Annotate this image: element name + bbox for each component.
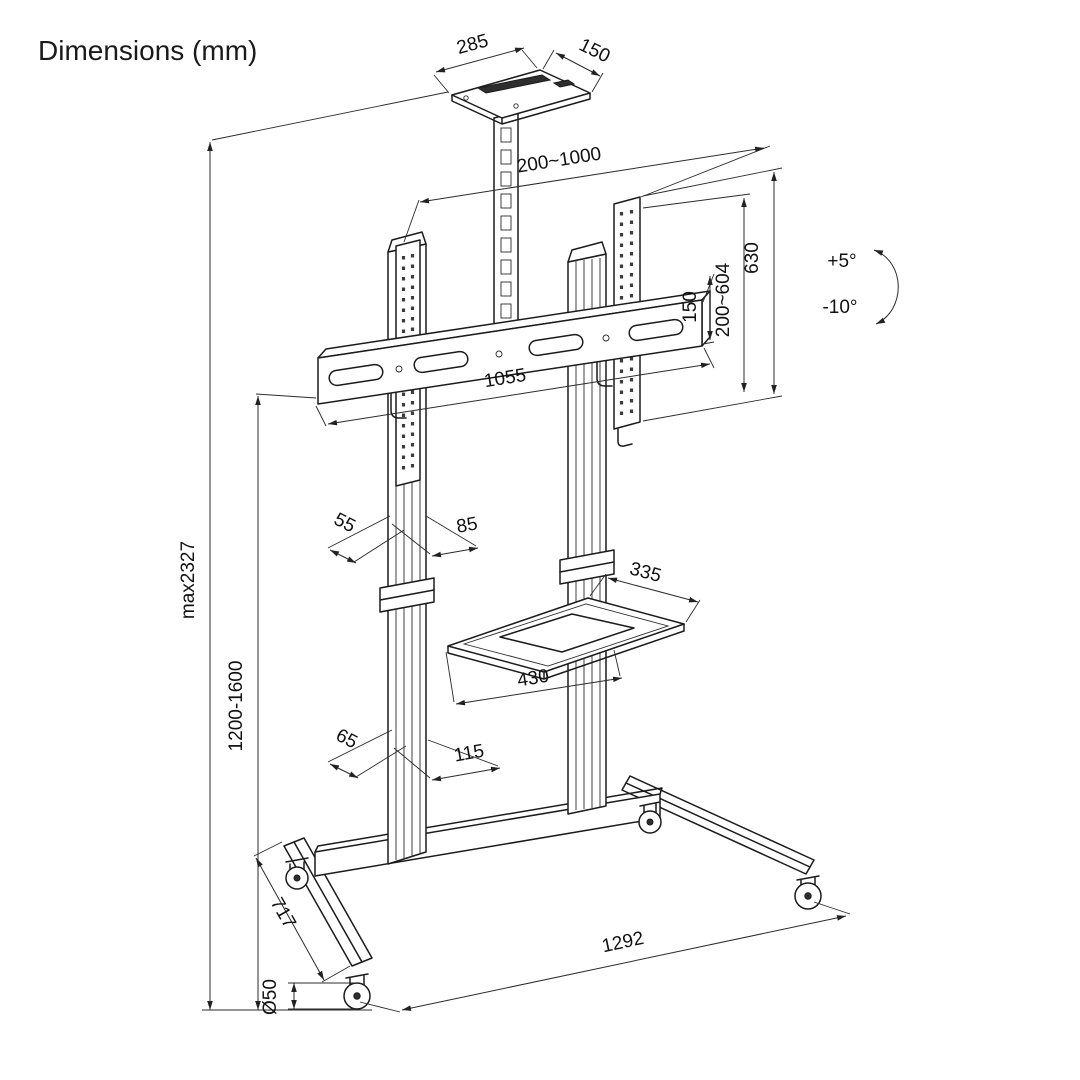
dim-label-col-depth-upper: 55 (330, 509, 358, 537)
dim-label-col-width-lower: 115 (452, 741, 485, 767)
tilt-arrow (873, 249, 899, 325)
dim-label-vesa-height-range: 200~604 (713, 262, 734, 337)
dim-label-hole-spacing: 150 (680, 291, 701, 323)
mid-shelf (447, 597, 685, 680)
dim-label-pole-travel: 200~1000 (515, 144, 602, 178)
dim-label-tray-width: 285 (455, 30, 491, 58)
dim-label-max-height: max2327 (178, 541, 199, 619)
page-title: Dimensions (mm) (38, 35, 257, 66)
dim-label-tilt-down: -10° (822, 297, 857, 318)
dim-label-tilt-up: +5° (827, 251, 856, 272)
center-pole (493, 111, 519, 339)
dim-label-bracket-outer-height: 630 (742, 242, 763, 274)
dimension-lines (207, 47, 847, 1011)
caster-front-right (794, 875, 822, 910)
dim-label-base-width: 1292 (600, 928, 646, 957)
dim-label-shelf-width: 430 (516, 666, 551, 692)
dim-label-tray-depth: 150 (576, 35, 614, 68)
dim-label-col-depth-lower: 65 (332, 725, 360, 753)
top-camera-tray (451, 69, 591, 125)
dim-label-shelf-depth: 335 (627, 558, 663, 586)
dim-label-col-width-upper: 85 (455, 513, 479, 537)
dim-label-height-range: 1200-1600 (226, 661, 247, 752)
base-legs (283, 775, 815, 967)
dim-label-caster-diameter: Ø50 (260, 979, 281, 1015)
caster-rear-right (638, 801, 662, 834)
